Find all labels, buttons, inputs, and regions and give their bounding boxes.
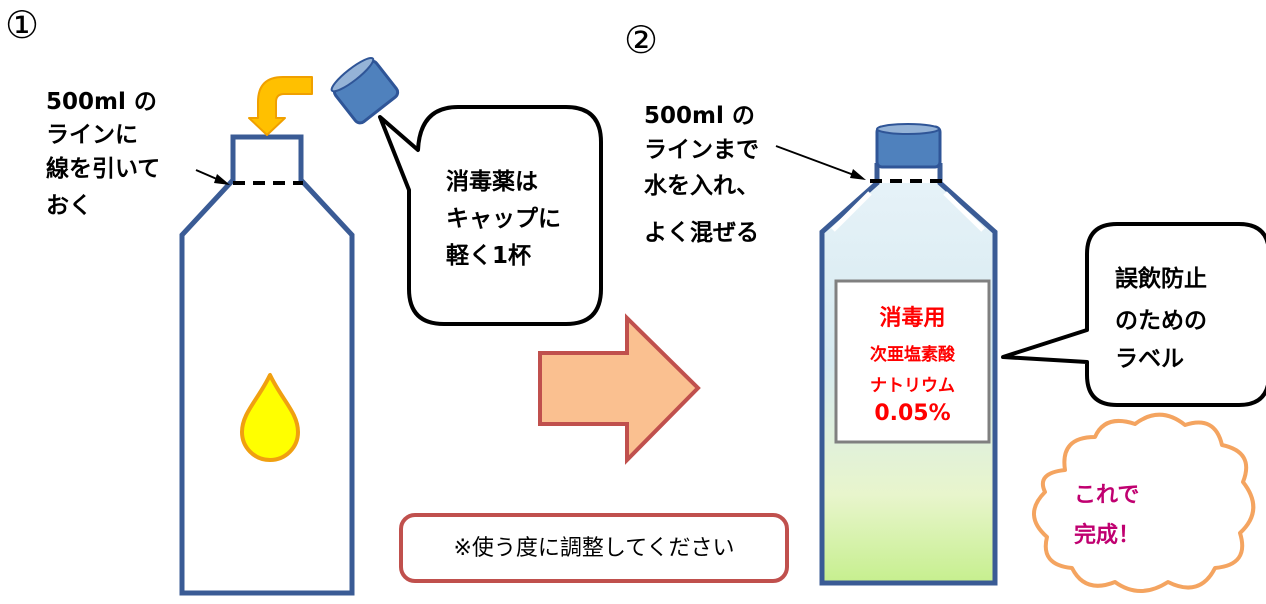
note-text: ※使う度に調整してください — [453, 536, 735, 561]
step2-bubble-line: 誤飲防止 — [1115, 266, 1207, 292]
label-chemical-line1: 次亜塩素酸 — [870, 345, 955, 365]
step1-instruction-line: 線を引いて — [46, 156, 161, 182]
step2-instruction-line: 水を入れ、 — [644, 173, 760, 199]
pour-arrow-icon — [248, 76, 313, 136]
step1-number: ① — [5, 3, 40, 47]
big-arrow-icon — [538, 313, 701, 465]
step1-bottle-outline — [179, 134, 355, 596]
step1-bubble-line: キャップに — [446, 206, 561, 232]
step2-speech-bubble — [1001, 222, 1266, 407]
completion-cloud — [1032, 412, 1256, 593]
step2-instruction-line: ラインまで — [644, 137, 759, 163]
step1-bottle — [179, 134, 355, 596]
step1-bubble-line: 軽く1杯 — [446, 243, 532, 269]
cloud-line: これで — [1074, 483, 1140, 508]
label-chemical-line2: ナトリウム — [870, 376, 955, 396]
step2-bubble-line: のための — [1115, 308, 1207, 334]
cloud-line: 完成！ — [1074, 523, 1141, 548]
step1-bubble-line: 消毒薬は — [446, 169, 538, 195]
step2-pointer-arrow — [775, 145, 866, 180]
label-title: 消毒用 — [879, 306, 946, 331]
step2-bottle — [819, 123, 998, 586]
step1-instruction-line: おく — [46, 193, 92, 219]
disinfectant-label — [834, 279, 991, 444]
step2-bubble-line: ラベル — [1115, 346, 1184, 372]
drop-icon — [240, 373, 300, 462]
step2-number: ② — [624, 18, 659, 62]
step1-instruction-line: 500ml の — [46, 89, 157, 115]
step2-bottle-outline — [819, 163, 998, 586]
note-box — [399, 513, 789, 583]
cap-icon — [330, 56, 400, 125]
step2-instruction-line: よく混ぜる — [644, 220, 759, 246]
step1-speech-bubble — [378, 105, 603, 326]
label-concentration: 0.05% — [874, 401, 951, 426]
step2-instruction-line: 500ml の — [644, 103, 755, 129]
step1-pointer-arrow — [195, 169, 230, 185]
step1-instruction-line: ラインに — [46, 122, 138, 148]
